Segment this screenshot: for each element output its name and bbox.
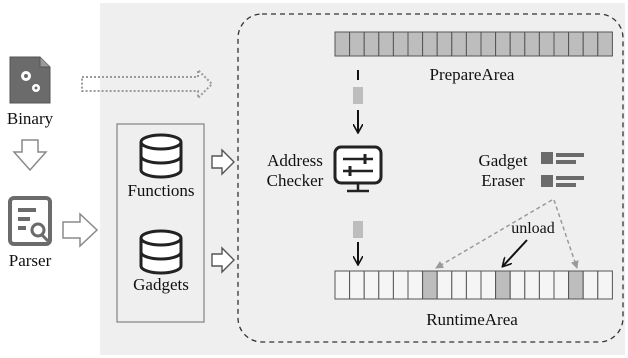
prepare-cell <box>334 31 351 57</box>
binary-to-parser-arrow <box>12 139 48 172</box>
runtime-cell <box>334 270 351 300</box>
functions-to-checker-arrow <box>211 148 235 176</box>
database-icon <box>139 133 183 179</box>
runtime-cell <box>363 270 380 300</box>
prepare-cell <box>538 31 555 57</box>
unload-arrow-left <box>435 199 553 269</box>
eraser-label-line1: Gadget <box>478 151 527 170</box>
runtime-cell <box>480 270 497 300</box>
runtime-cell <box>436 270 453 300</box>
gadgets-to-checker-arrow <box>211 246 235 274</box>
runtime-cell <box>451 270 467 300</box>
prepare-area-cells <box>334 31 613 57</box>
runtime-cell <box>524 270 540 300</box>
prepare-cell <box>465 31 482 57</box>
flow-block-bottom <box>353 221 363 238</box>
prepare-cell <box>422 31 438 57</box>
list-icon <box>541 152 584 187</box>
checker-label-line2: Checker <box>267 171 324 190</box>
gadgets-label: Gadgets <box>133 275 189 294</box>
prepare-cell <box>582 31 599 57</box>
runtime-cell <box>392 270 409 300</box>
runtime-cell <box>465 270 482 300</box>
runtime-cell <box>407 270 424 300</box>
prepare-cell <box>349 31 365 57</box>
unload-arrow-center <box>503 239 528 266</box>
runtime-region <box>237 13 624 343</box>
runtime-cell <box>422 270 438 300</box>
runtime-cell <box>538 270 555 300</box>
checker-label-line1: Address <box>267 151 323 170</box>
runtime-cell <box>378 270 394 300</box>
prepare-cell <box>378 31 394 57</box>
runtime-cell <box>509 270 526 300</box>
prepare-cell <box>568 31 584 57</box>
runtime-area-label: RuntimeArea <box>426 310 518 329</box>
parser-to-storage-arrow <box>62 212 99 248</box>
database-icon <box>139 229 183 275</box>
document-search-icon <box>8 196 52 246</box>
runtime-cell <box>597 270 613 300</box>
binary-to-prepare-arrow <box>81 67 214 101</box>
runtime-cell <box>553 270 570 300</box>
sliders-icon <box>333 145 383 193</box>
runtime-cell <box>568 270 584 300</box>
prepare-cell <box>392 31 409 57</box>
flow-block-top <box>353 87 363 104</box>
eraser-label-line2: Eraser <box>481 171 525 190</box>
prepare-cell <box>363 31 380 57</box>
prepare-cell <box>451 31 467 57</box>
unload-arrow-right <box>553 199 579 269</box>
runtime-area-cells <box>334 270 613 300</box>
functions-label: Functions <box>127 181 194 200</box>
binary-label: Binary <box>7 109 54 128</box>
prepare-area-label: PrepareArea <box>430 65 515 84</box>
prepare-cell <box>553 31 570 57</box>
parser-label: Parser <box>9 251 52 270</box>
prepare-cell <box>524 31 540 57</box>
runtime-cell <box>349 270 365 300</box>
prepare-cell <box>407 31 424 57</box>
prepare-cell <box>597 31 613 57</box>
prepare-cell <box>509 31 526 57</box>
prepare-cell <box>495 31 511 57</box>
runtime-cell <box>495 270 511 300</box>
prepare-cell <box>480 31 497 57</box>
unload-label: unload <box>511 220 555 237</box>
prepare-cell <box>436 31 453 57</box>
runtime-cell <box>582 270 599 300</box>
storage-box <box>116 123 205 323</box>
gear-file-icon <box>9 56 51 104</box>
